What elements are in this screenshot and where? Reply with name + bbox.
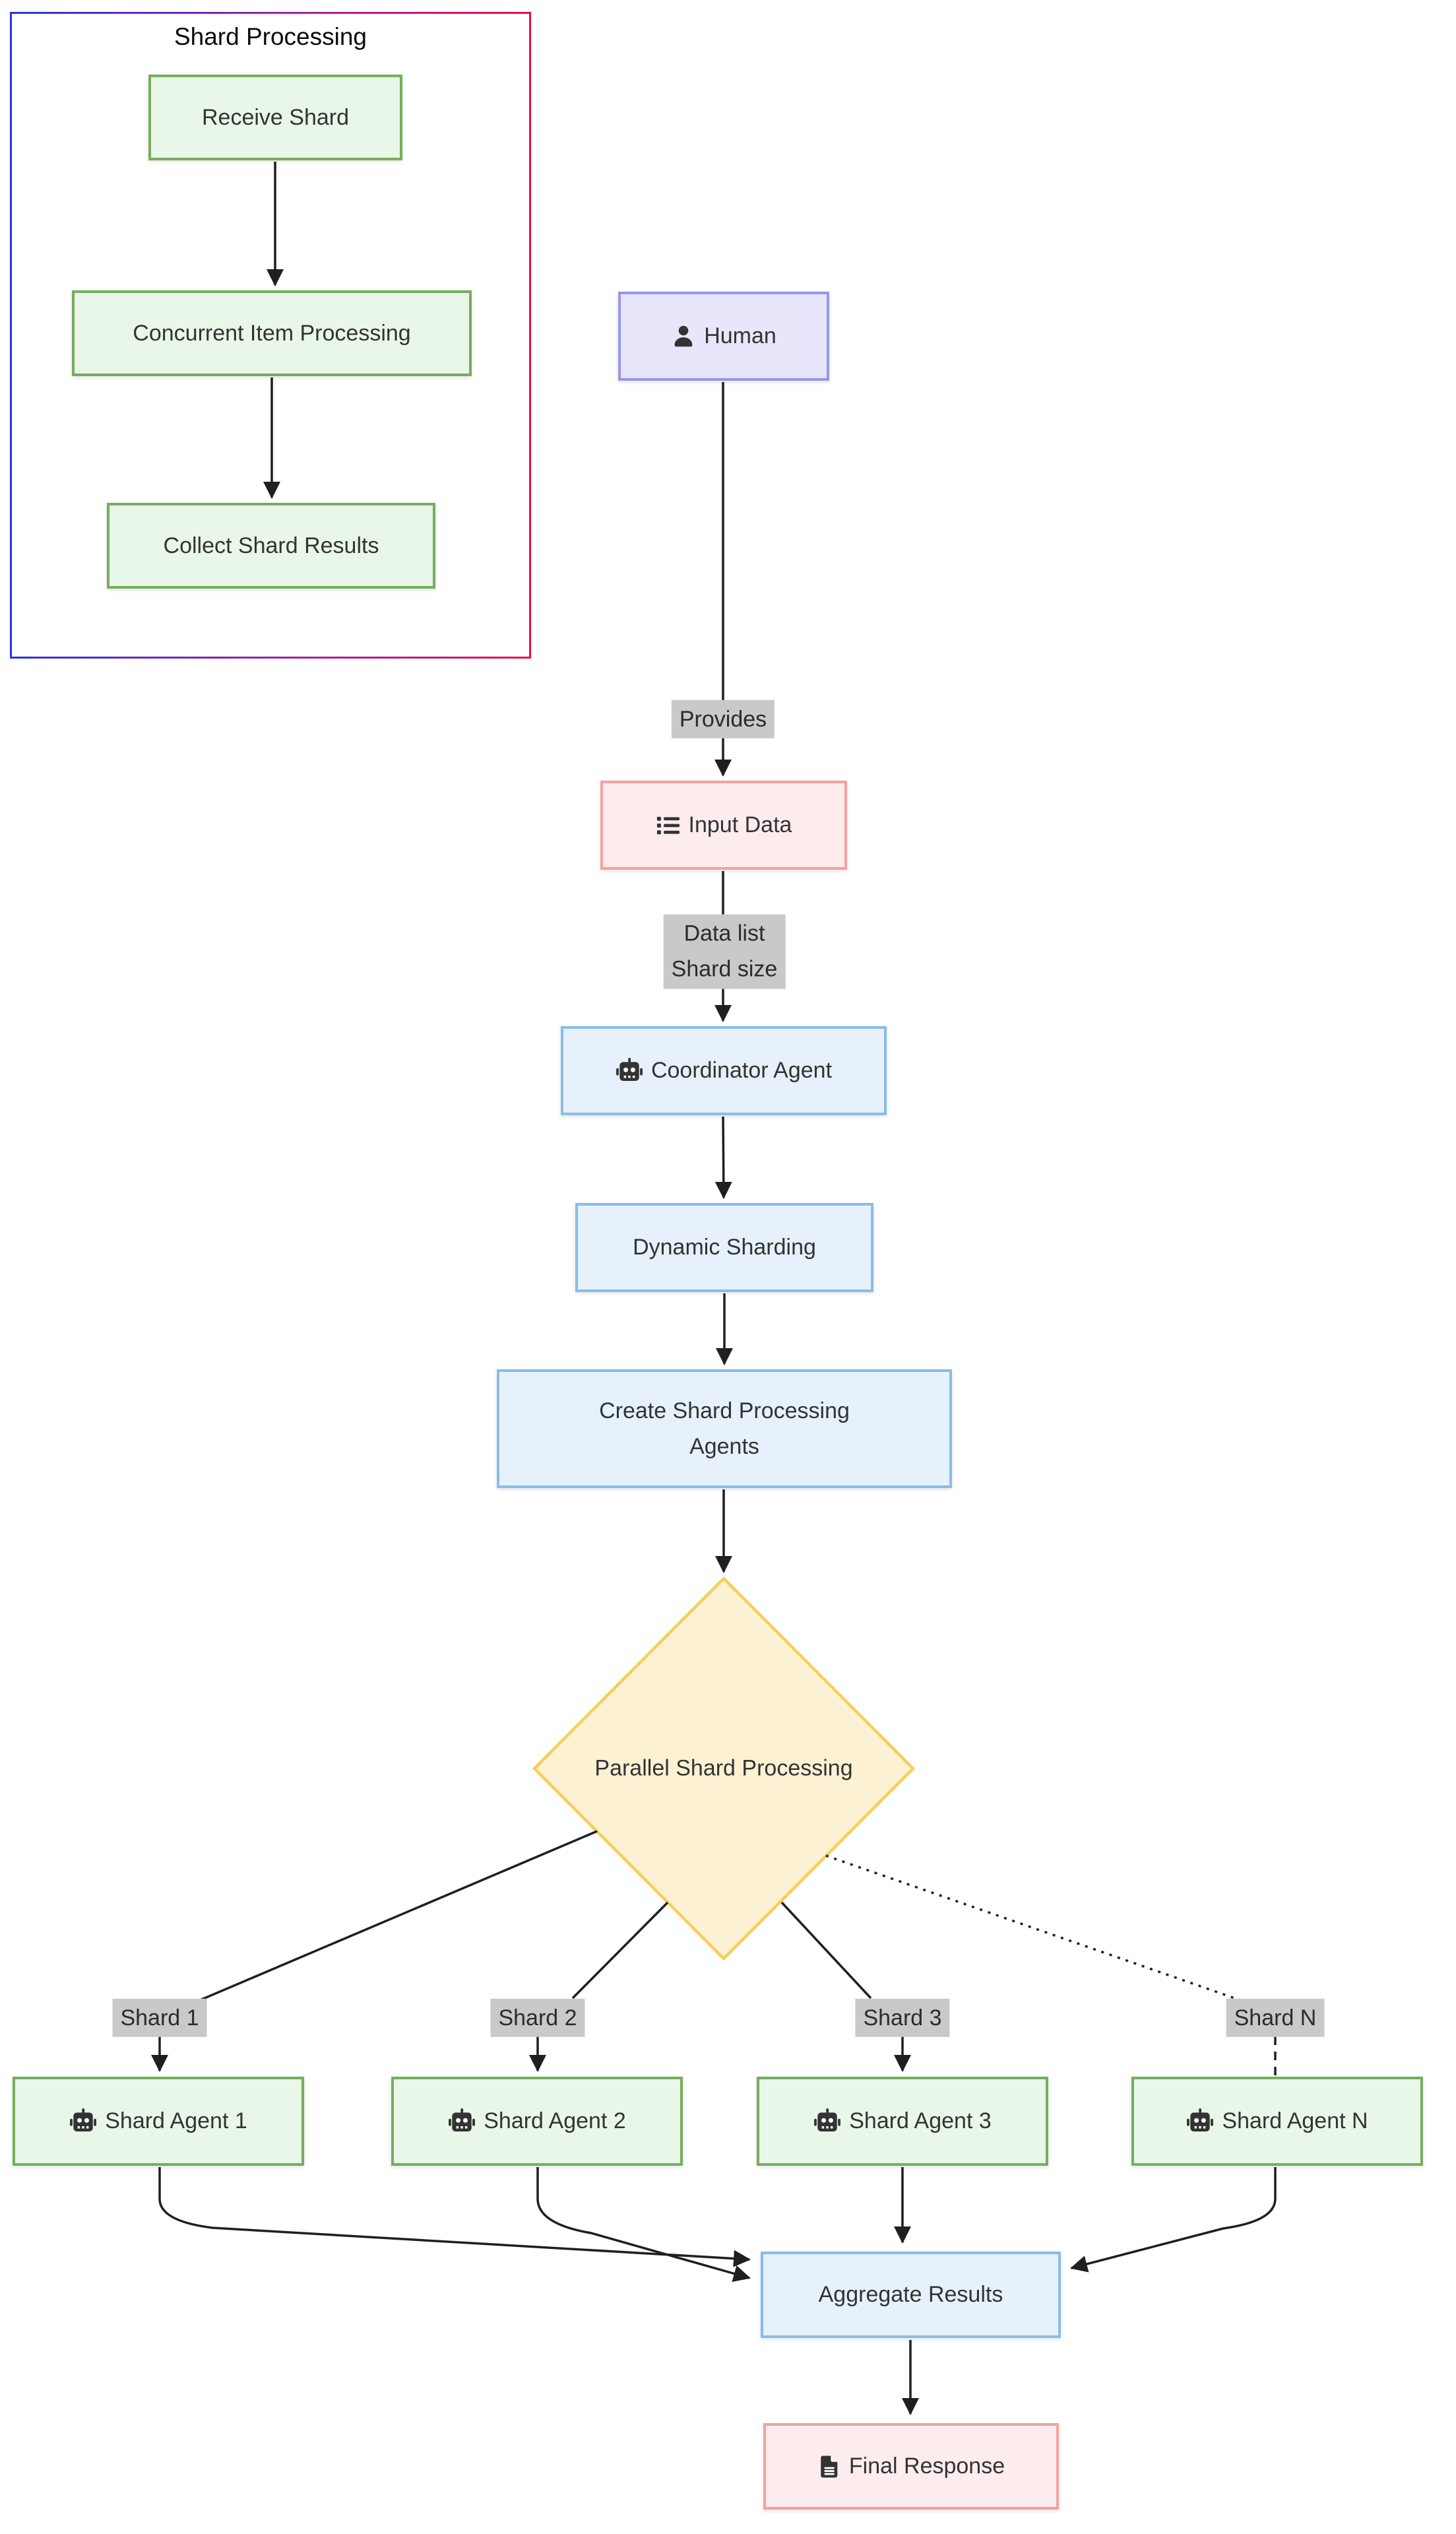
- node-label: Create Shard Processing Agents: [599, 1398, 850, 1459]
- edge-agent1-to-aggregate: [158, 2167, 751, 2267]
- edge-label-shard-3: Shard 3: [855, 1998, 950, 2038]
- node-label: Shard Agent 1: [105, 2108, 247, 2134]
- robot-icon: [616, 1057, 643, 1085]
- node-label: Shard Agent 3: [849, 2108, 992, 2134]
- node-label: Shard Agent N: [1222, 2108, 1368, 2134]
- node-coordinator-agent: Coordinator Agent: [561, 1026, 887, 1115]
- node-label: Receive Shard: [201, 104, 349, 130]
- user-icon: [671, 324, 696, 349]
- node-parallel-shard-processing-label: Parallel Shard Processing: [594, 1755, 853, 1781]
- node-shard-agent-2: Shard Agent 2: [391, 2077, 683, 2166]
- node-concurrent-item-processing: Concurrent Item Processing: [72, 290, 472, 376]
- node-final-response: Final Response: [763, 2423, 1059, 2510]
- node-input-data: Input Data: [600, 781, 847, 870]
- edge-label-line: Data list: [683, 921, 765, 946]
- node-aggregate-results: Aggregate Results: [761, 2252, 1061, 2338]
- node-receive-shard: Receive Shard: [148, 75, 402, 160]
- edge-diamond-to-shardN-dotted: [825, 1854, 1241, 2001]
- subgraph-title: Shard Processing: [174, 23, 367, 50]
- node-label: Coordinator Agent: [650, 1058, 833, 1084]
- robot-icon: [1186, 2108, 1214, 2135]
- node-shard-agent-3: Shard Agent 3: [757, 2077, 1048, 2166]
- edge-diamond-to-shard1: [199, 1830, 598, 2001]
- edge-label-shard-2: Shard 2: [490, 1998, 585, 2038]
- edge-diamond-to-shard3: [780, 1901, 872, 1999]
- edge-label-line: Shard size: [671, 957, 778, 982]
- list-icon: [656, 813, 681, 838]
- edge-label-shard-n: Shard N: [1226, 1998, 1325, 2038]
- file-icon: [817, 2453, 841, 2481]
- edge-agentN-to-aggregate: [1070, 2167, 1277, 2273]
- node-label: Shard Agent 2: [484, 2108, 626, 2134]
- node-collect-shard-results: Collect Shard Results: [107, 503, 435, 589]
- node-label: Collect Shard Results: [163, 533, 379, 558]
- node-shard-agent-1: Shard Agent 1: [13, 2077, 304, 2166]
- node-label: Input Data: [688, 812, 792, 838]
- node-label: Human: [704, 323, 776, 349]
- node-label: Concurrent Item Processing: [133, 320, 411, 346]
- edge-diamond-to-shard2: [571, 1901, 669, 1999]
- node-create-shard-processing-agents: Create Shard Processing Agents: [497, 1369, 952, 1488]
- robot-icon: [448, 2108, 476, 2135]
- parallel-shard-processing-diamond: [532, 1576, 916, 1961]
- edge-agent2-to-aggregate: [536, 2167, 751, 2282]
- node-label: Dynamic Sharding: [633, 1235, 816, 1260]
- node-label: Final Response: [848, 2453, 1005, 2479]
- robot-icon: [69, 2108, 97, 2135]
- node-label: Aggregate Results: [818, 2282, 1003, 2308]
- edge-label-data-list-shard-size: Data list Shard size: [663, 914, 786, 989]
- edge-coordinator-to-dynamic: [714, 1116, 732, 1199]
- node-dynamic-sharding: Dynamic Sharding: [575, 1203, 873, 1292]
- node-shard-agent-n: Shard Agent N: [1131, 2077, 1423, 2166]
- edge-label-shard-1: Shard 1: [112, 1998, 207, 2038]
- robot-icon: [813, 2108, 841, 2135]
- node-human: Human: [618, 292, 829, 381]
- edge-label-provides: Provides: [671, 699, 775, 739]
